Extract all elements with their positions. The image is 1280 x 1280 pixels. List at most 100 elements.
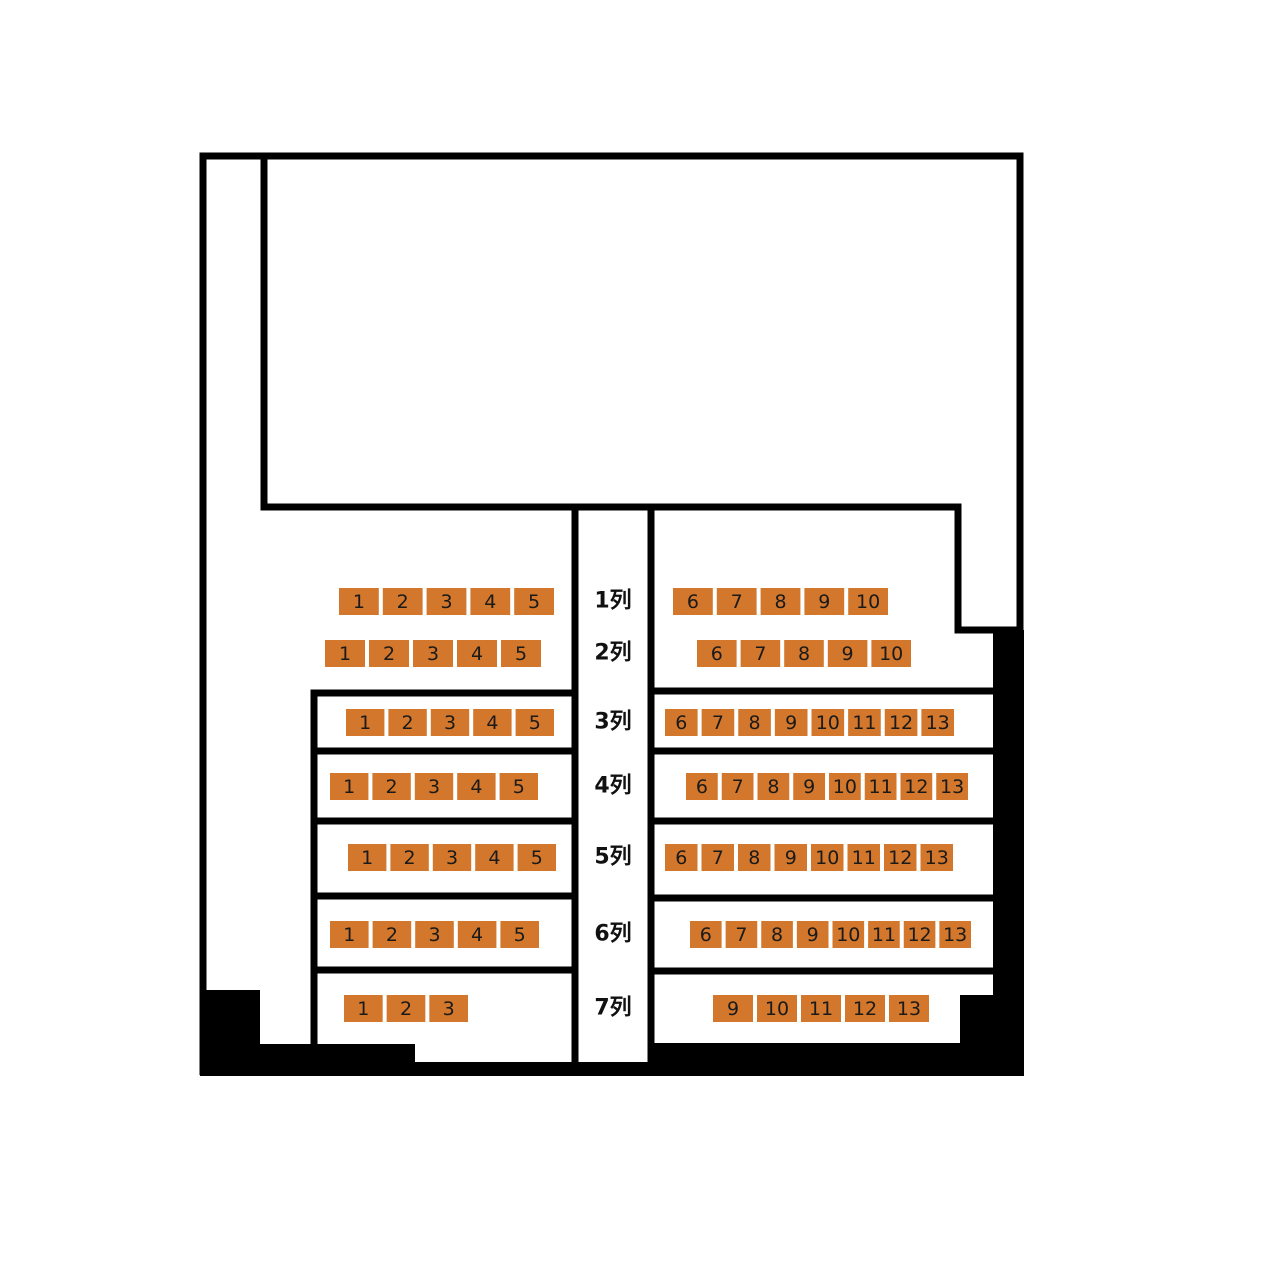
seat[interactable]: 1: [344, 995, 383, 1022]
seat[interactable]: 9: [774, 709, 808, 736]
seat[interactable]: 7: [725, 921, 758, 948]
seat[interactable]: 3: [415, 921, 454, 948]
seat[interactable]: 1: [330, 773, 369, 800]
seat[interactable]: 13: [936, 773, 968, 800]
seat[interactable]: 13: [889, 995, 929, 1022]
seat[interactable]: 3: [429, 995, 468, 1022]
seat-number: 7: [735, 924, 747, 946]
seat[interactable]: 9: [796, 921, 829, 948]
seat[interactable]: 6: [665, 709, 698, 736]
seat-box: [738, 709, 771, 736]
seat[interactable]: 10: [832, 921, 865, 948]
seat[interactable]: 12: [845, 995, 885, 1022]
seat[interactable]: 9: [713, 995, 753, 1022]
seat[interactable]: 2: [382, 588, 423, 615]
seat-number: 5: [513, 776, 525, 798]
seat[interactable]: 8: [760, 588, 801, 615]
seat[interactable]: 6: [690, 921, 722, 948]
seat[interactable]: 9: [793, 773, 825, 800]
seat[interactable]: 5: [500, 921, 539, 948]
seat[interactable]: 3: [413, 640, 453, 667]
seat[interactable]: 9: [774, 844, 808, 871]
seat[interactable]: 1: [325, 640, 365, 667]
seat[interactable]: 10: [848, 588, 888, 615]
seat[interactable]: 5: [501, 640, 541, 667]
seat[interactable]: 8: [738, 844, 771, 871]
row-label: 2列: [594, 641, 631, 666]
seat[interactable]: 6: [665, 844, 698, 871]
seat-box: [382, 588, 423, 615]
seat[interactable]: 7: [716, 588, 757, 615]
seat-box: [784, 640, 824, 667]
seat[interactable]: 2: [372, 921, 412, 948]
seat[interactable]: 12: [903, 921, 936, 948]
seat[interactable]: 8: [761, 921, 793, 948]
seat[interactable]: 8: [757, 773, 790, 800]
seat[interactable]: 7: [701, 709, 735, 736]
seat[interactable]: 6: [686, 773, 718, 800]
seat[interactable]: 3: [432, 844, 472, 871]
seat-box: [903, 921, 936, 948]
seat-box: [330, 921, 369, 948]
seat[interactable]: 10: [829, 773, 861, 800]
seat[interactable]: 4: [470, 588, 511, 615]
seat[interactable]: 12: [900, 773, 933, 800]
seat-box: [414, 773, 454, 800]
seat[interactable]: 10: [757, 995, 797, 1022]
seat[interactable]: 4: [457, 773, 496, 800]
seat[interactable]: 3: [426, 588, 467, 615]
seat[interactable]: 12: [884, 709, 918, 736]
seat[interactable]: 11: [847, 844, 881, 871]
seat[interactable]: 3: [414, 773, 454, 800]
seat[interactable]: 9: [827, 640, 868, 667]
seat[interactable]: 11: [868, 921, 900, 948]
seat-box: [774, 844, 807, 871]
seat[interactable]: 5: [514, 588, 554, 615]
seat[interactable]: 3: [430, 709, 470, 736]
seat[interactable]: 9: [804, 588, 845, 615]
seat[interactable]: 13: [920, 844, 954, 871]
seat[interactable]: 4: [457, 640, 497, 667]
seat[interactable]: 1: [339, 588, 379, 615]
seat[interactable]: 4: [475, 844, 514, 871]
seat[interactable]: 1: [330, 921, 369, 948]
seat[interactable]: 1: [348, 844, 387, 871]
seat[interactable]: 5: [517, 844, 556, 871]
seat[interactable]: 8: [784, 640, 824, 667]
seat[interactable]: 7: [721, 773, 754, 800]
seat[interactable]: 7: [701, 844, 735, 871]
seat[interactable]: 5: [515, 709, 554, 736]
seat[interactable]: 10: [811, 844, 844, 871]
seat[interactable]: 2: [388, 709, 427, 736]
seat[interactable]: 6: [673, 588, 713, 615]
seat-number: 10: [816, 712, 840, 734]
seat-number: 3: [440, 591, 452, 613]
seat[interactable]: 2: [390, 844, 429, 871]
seat[interactable]: 11: [848, 709, 881, 736]
seat[interactable]: 6: [697, 640, 737, 667]
seat[interactable]: 11: [864, 773, 897, 800]
seat[interactable]: 13: [939, 921, 971, 948]
seat[interactable]: 1: [346, 709, 385, 736]
seat[interactable]: 8: [738, 709, 771, 736]
row-label: 3列: [594, 710, 631, 735]
seat[interactable]: 13: [921, 709, 954, 736]
seat-number: 5: [529, 712, 541, 734]
seat[interactable]: 2: [372, 773, 411, 800]
seat[interactable]: 4: [457, 921, 497, 948]
seat-box: [811, 709, 845, 736]
bottom-right-pillar: [960, 995, 1024, 1065]
walls: [199, 152, 1024, 1075]
seat[interactable]: 10: [871, 640, 911, 667]
seat-number: 12: [904, 776, 928, 798]
seat[interactable]: 2: [386, 995, 426, 1022]
seat[interactable]: 10: [811, 709, 845, 736]
seat[interactable]: 11: [801, 995, 841, 1022]
seat[interactable]: 7: [740, 640, 781, 667]
seat-box: [475, 844, 514, 871]
seat[interactable]: 5: [499, 773, 538, 800]
seat[interactable]: 4: [473, 709, 512, 736]
seat[interactable]: 12: [884, 844, 917, 871]
seat[interactable]: 2: [369, 640, 409, 667]
